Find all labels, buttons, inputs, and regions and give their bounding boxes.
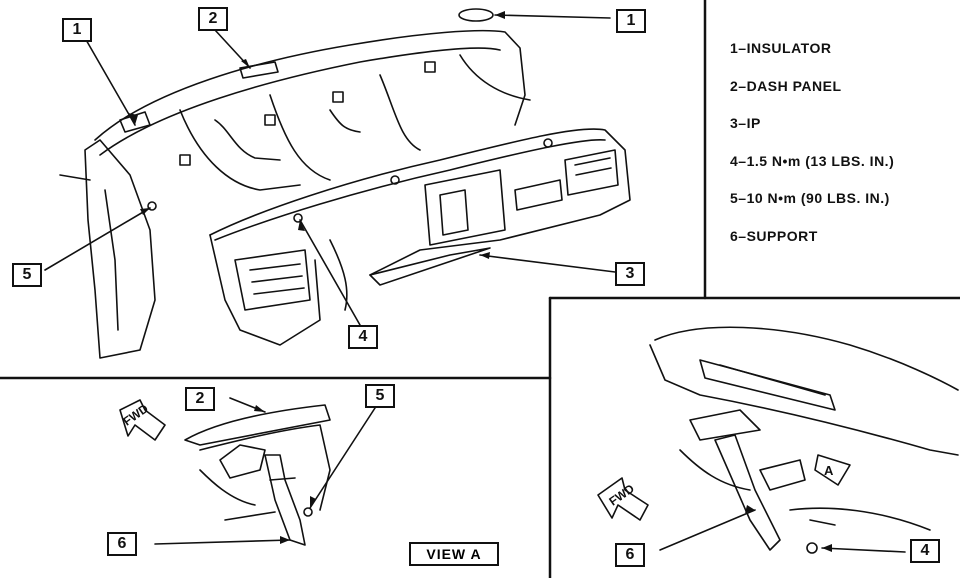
callout-6-detail: 6 xyxy=(615,543,645,567)
callout-1-insulator-right: 1 xyxy=(616,9,646,33)
callout-2-dash-panel: 2 xyxy=(198,7,228,31)
callout-5-bolt: 5 xyxy=(12,263,42,287)
callout-2-view-a: 2 xyxy=(185,387,215,411)
legend-item-5: 5–10 N•m (90 LBS. IN.) xyxy=(730,190,890,206)
view-a-label: VIEW A xyxy=(409,542,499,566)
legend-item-6: 6–SUPPORT xyxy=(730,227,818,244)
callout-6-view-a: 6 xyxy=(107,532,137,556)
callout-3-ip: 3 xyxy=(615,262,645,286)
callout-1-insulator: 1 xyxy=(62,18,92,42)
legend-item-4: 4–1.5 N•m (13 LBS. IN.) xyxy=(730,152,895,169)
callout-4-screw: 4 xyxy=(348,325,378,349)
legend-item-3: 3–IP xyxy=(730,115,761,131)
legend-item-1: 1–INSULATOR xyxy=(730,40,832,56)
callout-5-view-a: 5 xyxy=(365,384,395,408)
view-arrow-letter: A xyxy=(824,463,834,478)
parts-legend: 1–INSULATOR 2–DASH PANEL 3–IP 4–1.5 N•m … xyxy=(730,40,894,265)
legend-item-2: 2–DASH PANEL xyxy=(730,77,842,94)
callout-4-detail: 4 xyxy=(910,539,940,563)
